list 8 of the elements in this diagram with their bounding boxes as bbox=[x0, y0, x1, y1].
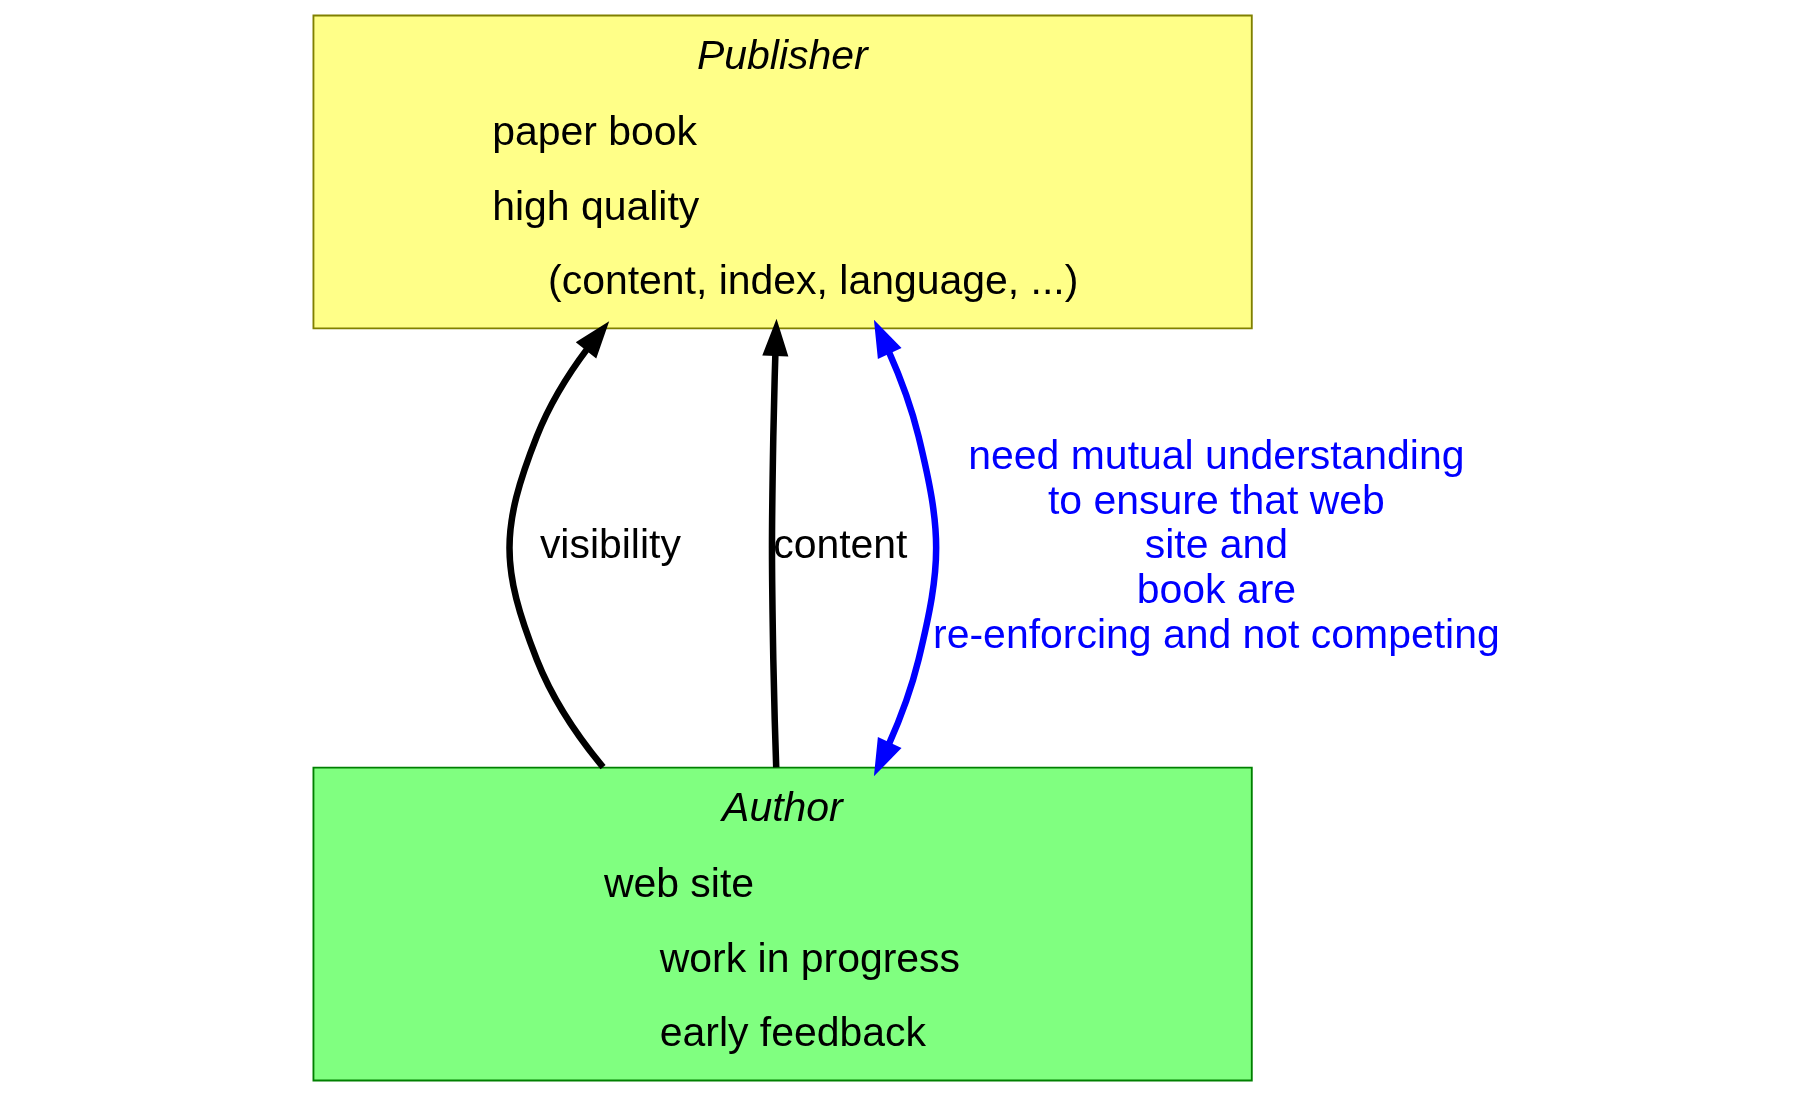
edge-label: visibility bbox=[539, 521, 681, 568]
node-box: Author web site work in progress early feedback bbox=[312, 766, 1253, 1082]
node-box: Publisher paper book high quality (content, index, language, ...) bbox=[312, 14, 1253, 330]
arrow bbox=[762, 318, 789, 768]
arrow bbox=[506, 321, 610, 770]
arrow bbox=[873, 319, 940, 777]
edge-label: need mutual understanding to ensure that web site and book are re-enforcing and not competing bbox=[933, 432, 1500, 657]
edge-label: content bbox=[773, 521, 908, 568]
